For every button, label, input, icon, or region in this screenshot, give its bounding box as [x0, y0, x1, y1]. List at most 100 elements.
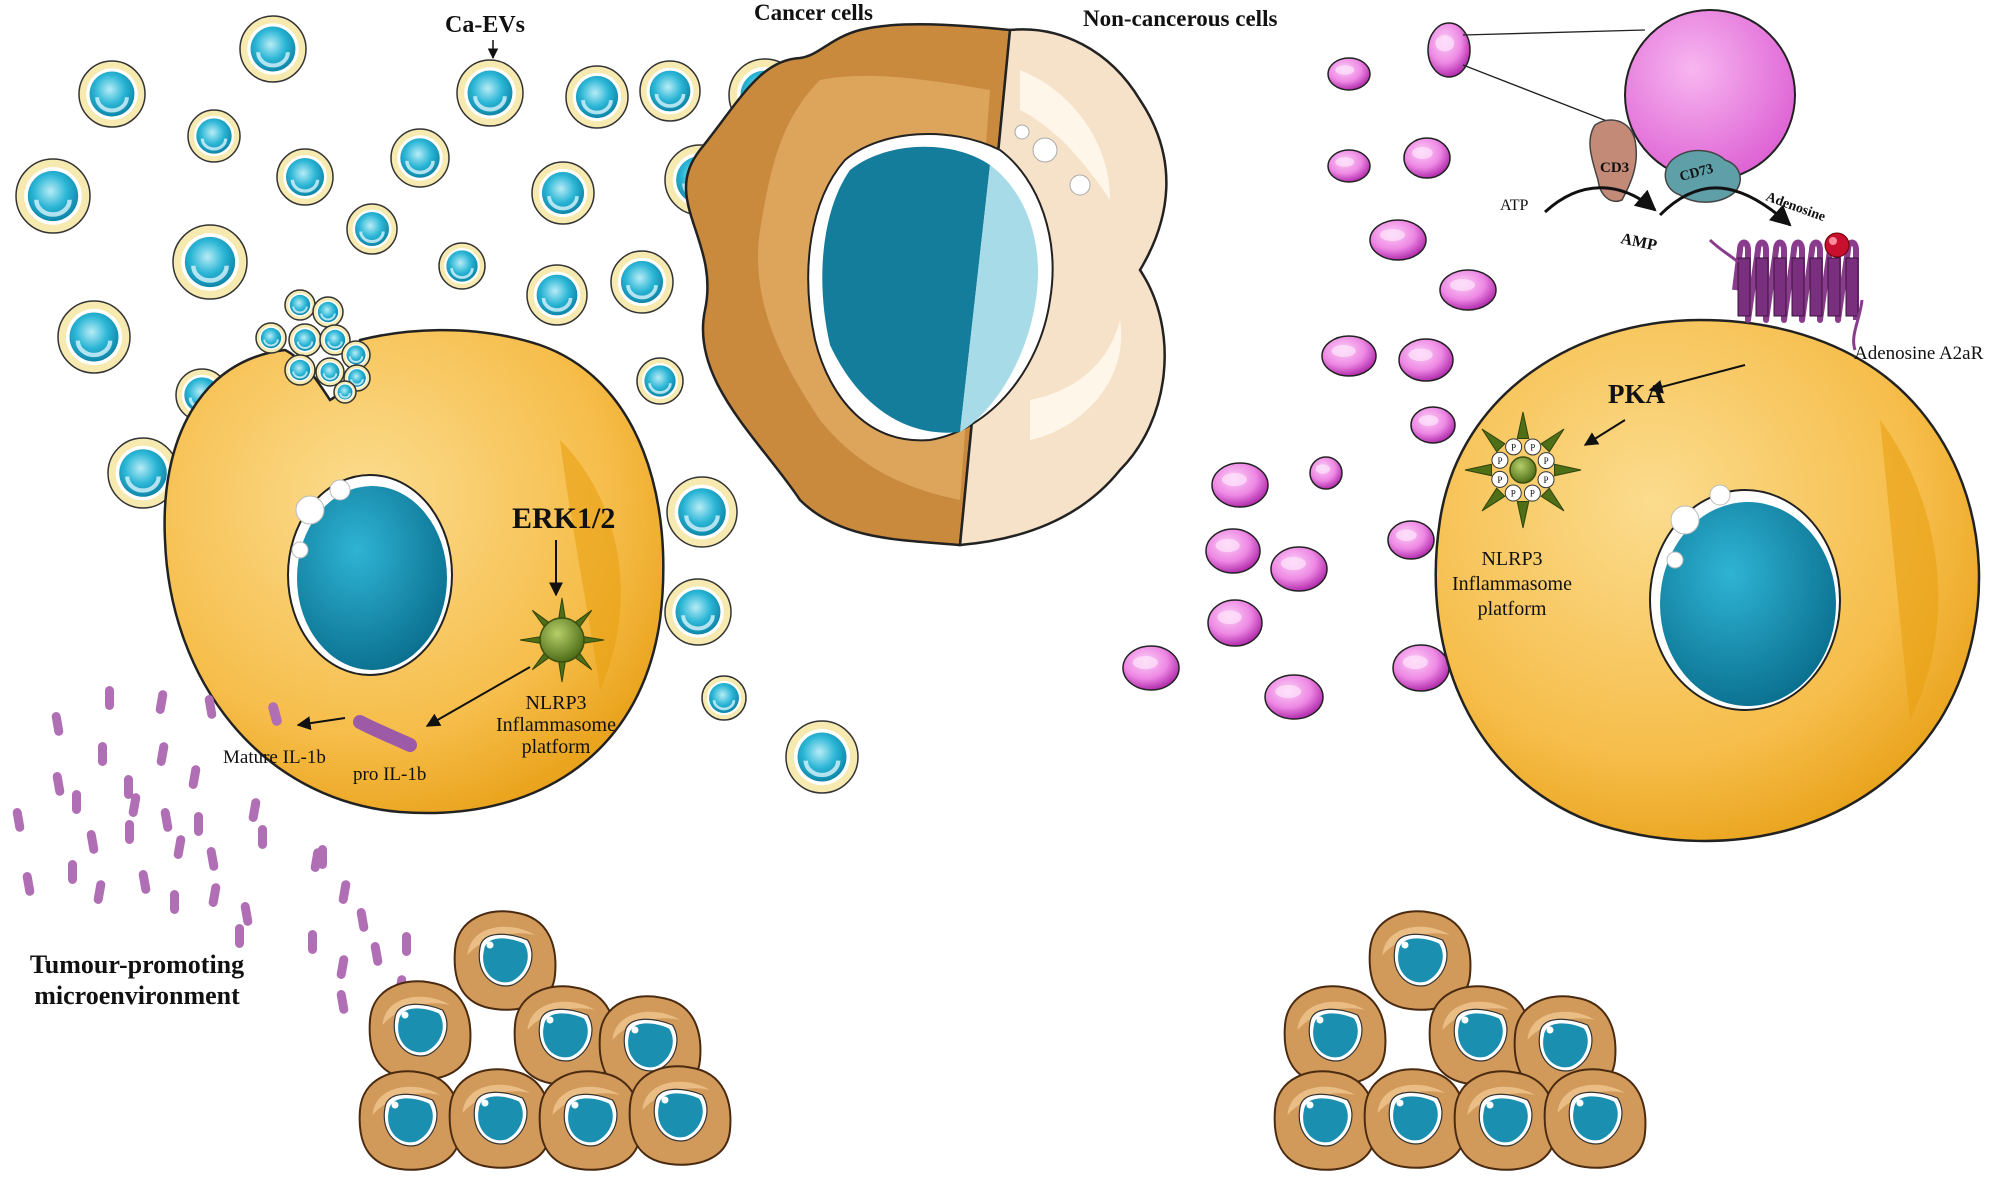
central-cell — [684, 23, 1168, 547]
ca-ev-vesicle — [343, 364, 371, 392]
non-cancerous-cells-label: Non-cancerous cells — [1083, 6, 1277, 31]
ca-ev-vesicle — [57, 300, 131, 374]
il1b-molecule — [336, 955, 349, 979]
il1b-molecule — [336, 990, 349, 1014]
cancer-cell — [538, 1070, 642, 1171]
endocytosis-ev-cluster — [255, 289, 371, 404]
il1b-molecule — [206, 847, 219, 871]
cancer-cell — [1543, 1068, 1647, 1169]
magenta-vesicle-group — [1122, 22, 1497, 720]
erk-label: ERK1/2 — [512, 502, 615, 535]
ca-ev-vesicle — [255, 322, 287, 354]
il1b-molecule — [86, 830, 99, 854]
ca-ev-vesicle — [15, 158, 91, 234]
il1b-molecule — [125, 820, 134, 844]
il1b-molecule — [160, 808, 173, 832]
il1b-molecule — [93, 880, 106, 904]
cancer-cell — [358, 1070, 462, 1171]
il1b-molecule — [138, 870, 151, 894]
il1b-molecule — [155, 690, 168, 714]
non-cancerous-half — [958, 28, 1168, 547]
phospho-label: P — [1530, 489, 1535, 499]
ca-ev-group — [15, 15, 859, 794]
ca-ev-vesicle — [78, 60, 146, 128]
il1b-molecule — [170, 890, 179, 914]
il1b-molecule — [402, 932, 411, 956]
ca-ev-vesicle — [284, 289, 316, 321]
cancer-cell — [1363, 1068, 1467, 1169]
ca-ev-vesicle — [456, 59, 524, 127]
il1b-molecule — [72, 790, 81, 814]
il1b-molecule — [338, 880, 351, 904]
pka-label: PKA — [1608, 379, 1665, 409]
il1b-molecule — [98, 742, 107, 766]
ca-ev-vesicle — [636, 357, 684, 405]
ca-ev-vesicle — [531, 161, 595, 225]
il1b-molecule — [248, 798, 261, 822]
mature-il1b-molecule — [268, 702, 282, 726]
phospho-label: P — [1544, 456, 1549, 466]
a2ar-label: Adenosine A2aR — [1854, 343, 1984, 364]
ca-ev-vesicle — [785, 720, 859, 794]
ca-ev-vesicle — [239, 15, 307, 83]
phospho-label: P — [1511, 489, 1516, 499]
ca-ev-vesicle — [666, 476, 738, 548]
atp-label: ATP — [1500, 197, 1529, 214]
phospho-label: P — [1544, 475, 1549, 485]
nlrp3-left-label-2: Inflammasome — [496, 714, 616, 736]
il1b-molecule — [208, 883, 221, 907]
ca-ev-vesicle — [107, 437, 179, 509]
ca-ev-vesicle — [438, 242, 486, 290]
ca-ev-vesicle — [610, 250, 674, 314]
cancer-cell — [453, 910, 557, 1011]
il1b-molecule — [370, 942, 383, 966]
cancer-cell — [368, 980, 472, 1081]
left-inflammasome — [519, 597, 605, 683]
il1b-molecule — [52, 772, 65, 796]
cancer-cells-label: Cancer cells — [754, 0, 873, 25]
phospho-label: P — [1511, 442, 1516, 452]
il1b-molecule — [51, 712, 64, 736]
il1b-molecule — [258, 825, 267, 849]
il1b-molecule — [235, 924, 244, 948]
il1b-molecule — [68, 860, 77, 884]
ca-ev-vesicle — [284, 354, 316, 386]
ca-ev-vesicle — [288, 323, 322, 357]
ca-ev-vesicle — [341, 340, 371, 370]
cancer-cell — [448, 1068, 552, 1169]
pro-il1b-label: pro IL-1b — [353, 764, 426, 785]
nlrp3-right-label-3: platform — [1478, 598, 1547, 620]
ca-evs-label: Ca-EVs — [445, 12, 525, 38]
nlrp3-right-label-2: Inflammasome — [1452, 573, 1572, 595]
cd3-label: CD3 — [1600, 160, 1629, 176]
cancer-cell — [628, 1065, 732, 1166]
amp-label: AMP — [1619, 230, 1658, 254]
ca-ev-vesicle — [315, 357, 345, 387]
il1b-molecule — [318, 845, 327, 869]
cancer-cell — [1273, 1070, 1377, 1171]
il1b-molecule — [12, 808, 25, 832]
il1b-molecule — [308, 930, 317, 954]
tumour-cluster-left — [358, 910, 732, 1171]
il1b-molecule — [22, 872, 35, 896]
phospho-label: P — [1497, 456, 1502, 466]
il1b-molecule — [204, 695, 217, 719]
il1b-molecule — [105, 686, 114, 710]
ca-ev-vesicle — [319, 324, 351, 356]
tumour-label-2: microenvironment — [34, 981, 240, 1010]
ca-ev-vesicle — [187, 109, 241, 163]
ca-ev-vesicle — [172, 224, 248, 300]
tumour-cluster-right — [1273, 910, 1647, 1171]
il1b-molecule — [128, 793, 141, 817]
ca-ev-vesicle — [639, 60, 701, 122]
mature-il1b-label: Mature IL-1b — [223, 747, 326, 768]
nlrp3-left-label-1: NLRP3 — [525, 692, 586, 714]
left-immune-cell — [163, 328, 665, 815]
il1b-molecule — [356, 908, 369, 932]
ca-ev-vesicle — [565, 65, 629, 129]
ectoenzyme-group — [1462, 9, 1850, 258]
ca-ev-vesicle — [333, 380, 357, 404]
